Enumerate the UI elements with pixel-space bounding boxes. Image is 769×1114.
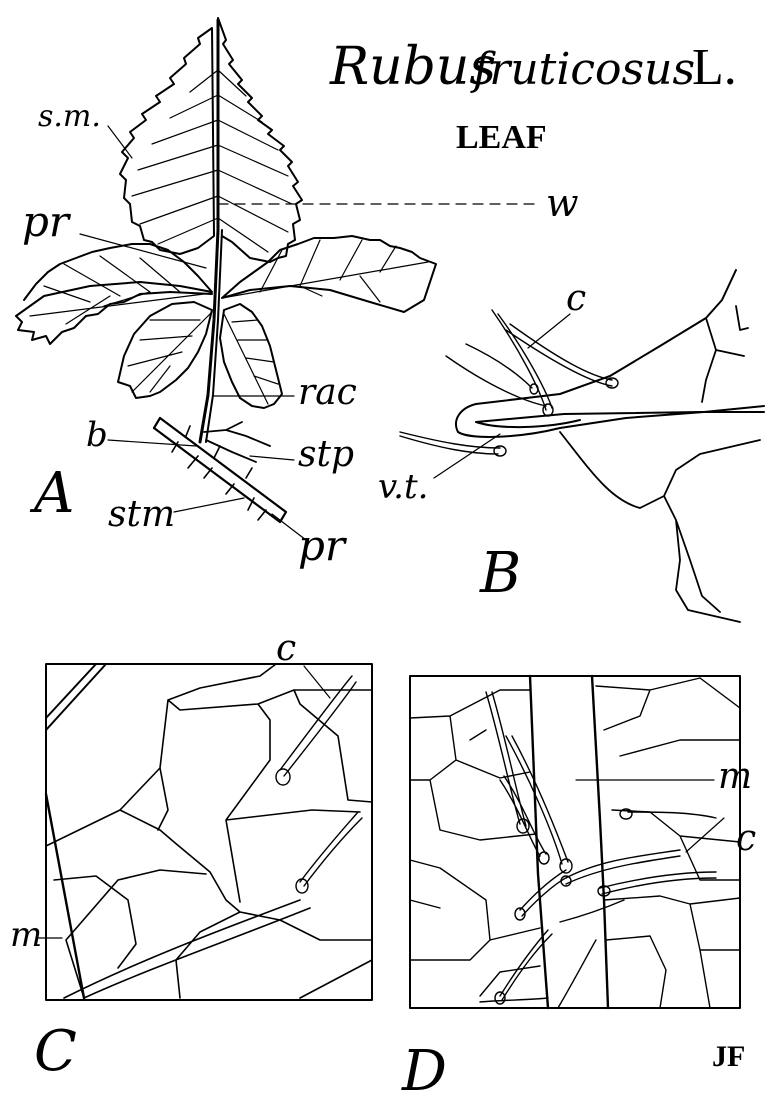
label-b-c: c — [566, 278, 586, 319]
label-a-stp: stp — [298, 434, 354, 475]
panel-label-b: B — [479, 541, 521, 606]
title-species: fruticosus — [470, 44, 695, 95]
panel-label-d: D — [401, 1039, 447, 1104]
label-a-pr-bottom: pr — [298, 521, 348, 570]
figure-d-midrib — [410, 676, 740, 1008]
label-c-m: m — [10, 915, 42, 955]
figure-a-labels: s.m. pr w rac b stp stm pr A — [22, 99, 579, 570]
panel-label-a: A — [29, 461, 74, 526]
figure-b-labels: c v.t. B — [378, 278, 586, 606]
label-d-m: m — [718, 756, 752, 797]
label-a-stm: stm — [108, 494, 175, 535]
label-a-w: w — [546, 181, 579, 225]
label-b-vt: v.t. — [378, 467, 428, 507]
figure-c-surface — [46, 664, 372, 1000]
label-a-rac: rac — [298, 372, 357, 413]
title-author: L. — [692, 39, 737, 96]
label-d-c: c — [736, 818, 756, 859]
title-genus: Rubus — [329, 37, 496, 97]
label-a-b: b — [86, 415, 108, 455]
label-c-c: c — [276, 628, 296, 669]
monogram-jf: JF — [712, 1040, 745, 1073]
panel-label-c: C — [34, 1019, 77, 1084]
subtitle-leaf: LEAF — [456, 119, 547, 156]
label-a-sm: s.m. — [38, 99, 101, 134]
figure-d-labels: m c D — [401, 756, 756, 1104]
figure-b-tooth — [400, 270, 764, 622]
label-a-pr-top: pr — [22, 197, 72, 246]
